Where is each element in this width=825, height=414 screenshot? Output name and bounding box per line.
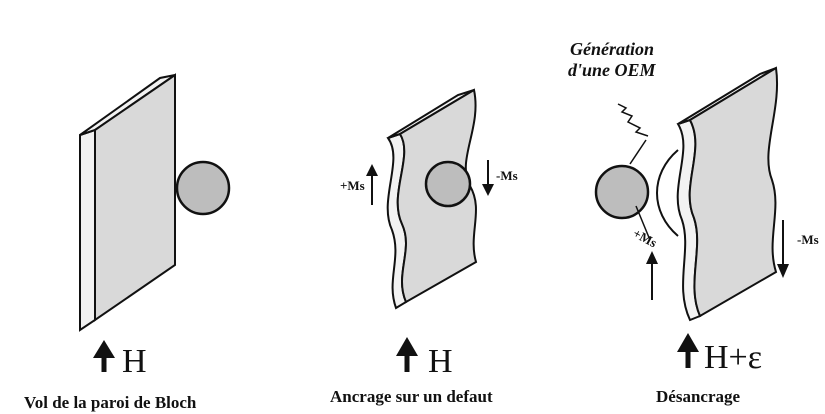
defect-circle (426, 162, 470, 206)
emission-label-line1: Génération (570, 39, 654, 59)
panel-wall-motion: H Vol de la paroi de Bloch (24, 75, 229, 412)
field-label: H (122, 343, 147, 380)
magnetization-down-label: -Ms (797, 232, 819, 247)
field-label: H (428, 343, 453, 380)
magnetization-up-label: +Ms (631, 225, 660, 250)
emission-label-line2: d'une OEM (568, 60, 657, 80)
magnetization-down-label: -Ms (496, 168, 518, 183)
magnetization-up-arrow-icon (366, 164, 378, 205)
magnetization-down-arrow-icon (777, 220, 789, 278)
defect-circle (596, 166, 648, 218)
magnetization-up-arrow-icon (646, 251, 658, 300)
wall-front-face (690, 68, 777, 316)
emission-line (630, 140, 646, 164)
field-arrow-icon (677, 333, 699, 368)
magnetization-up-label: +Ms (340, 178, 365, 193)
wall-front-face (95, 75, 175, 320)
magnetization-down-arrow-icon (482, 160, 494, 196)
wall-side-face (80, 130, 95, 330)
field-label: H+ε (704, 339, 762, 376)
panel-depinning: Génération d'une OEM +Ms -Ms (568, 39, 819, 406)
panel-pinning: +Ms -Ms H Ancrage sur un defaut (330, 90, 518, 406)
field-arrow-icon (93, 340, 115, 372)
field-arrow-icon (396, 337, 418, 372)
residual-wall-arc (657, 150, 678, 236)
panel-caption: Ancrage sur un defaut (330, 387, 493, 406)
defect-circle (177, 162, 229, 214)
emission-wave-icon (618, 104, 648, 136)
panel-caption: Désancrage (656, 387, 740, 406)
panel-caption: Vol de la paroi de Bloch (24, 393, 197, 412)
